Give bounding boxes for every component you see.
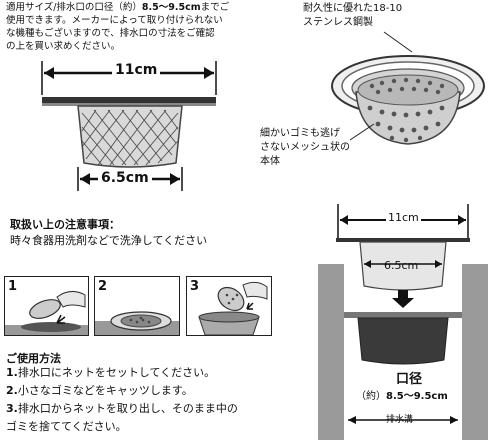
drain-opening [21, 322, 81, 332]
strainer-basket-set [120, 314, 162, 328]
mesh-pattern [81, 109, 179, 166]
step-2-illustration [95, 311, 179, 335]
bore-value: （約）8.5〜9.5cm [356, 390, 448, 403]
bore-value-range: 8.5〜9.5cm [386, 391, 448, 402]
drain-pipe [357, 317, 449, 365]
hand-icon [56, 291, 86, 308]
strainer-tilted [217, 286, 245, 312]
inner-arrow-left-head [80, 173, 90, 185]
usage-item-2: 2.小さなゴミなどをキャッツします。 [6, 384, 193, 397]
sizing-note-range: 8.5〜9.5cm [141, 2, 201, 13]
sink-wall-right [462, 264, 488, 440]
durability-callout-line-1: 耐久性に優れた18-10 [303, 3, 403, 14]
usage-item-1-number: 1. [6, 366, 18, 379]
step-3-illustration [198, 281, 268, 335]
mesh-callout-line-3: 本体 [260, 156, 280, 167]
bore-title: 口径 [396, 372, 423, 387]
step-1-illustration [5, 291, 88, 335]
step-3-number: 3 [190, 279, 200, 294]
width-arrow-right-head [204, 67, 214, 79]
install-width-label: 11cm [386, 211, 421, 224]
drain-rim [344, 312, 462, 318]
bore-value-prefix: （約） [356, 391, 386, 402]
install-inner-label: 6.5cm [384, 259, 419, 272]
down-arrow-icon [56, 314, 66, 324]
care-notes-heading: 取扱い上の注意事項： [10, 218, 120, 231]
step-panel-1 [4, 276, 89, 336]
usage-heading: ご使用方法 [6, 352, 61, 365]
inner-arrow-right-head [170, 173, 180, 185]
sizing-note-line-1: 適用サイズ/排水口の口径（約）8.5〜9.5cmまでご [6, 2, 229, 15]
usage-item-1-text: 排水口にネットをセットしてください。 [17, 366, 216, 379]
usage-item-3-number: 3. [6, 402, 18, 415]
width-label: 11cm [112, 62, 161, 78]
strainer-in-hand [29, 299, 61, 319]
hand-icon [242, 281, 268, 300]
strainer-basket [77, 105, 183, 168]
mesh-pointer [349, 123, 375, 141]
step-panel-3 [186, 276, 272, 336]
durability-pointer [383, 31, 413, 53]
strainer-dimension-diagram [41, 61, 217, 191]
strainer-holes [367, 77, 445, 143]
usage-item-2-text: 小さなゴミなどをキャッツします。 [17, 384, 193, 397]
width-arrow-left-head [44, 67, 54, 79]
usage-item-2-number: 2. [6, 384, 18, 397]
usage-item-3: 3.排水口からネットを取り出し、そのまま中の [6, 402, 238, 415]
mesh-callout-line-1: 細かいゴミも逃げ [260, 128, 340, 139]
strainer-basket-body [355, 91, 461, 145]
strainer-product-illustration [331, 31, 485, 145]
tilt-arrow-icon [246, 302, 254, 310]
sizing-note-tail: までご [200, 2, 230, 13]
step-1-number: 1 [8, 279, 18, 294]
mesh-callout-line-2: さないメッシュ状の [260, 142, 350, 153]
sink-wall-left [318, 264, 344, 440]
installation-diagram [318, 204, 488, 440]
sizing-note-line-3: な機種もございますので、排水口の寸法をご確認 [6, 28, 215, 39]
insert-arrow-shaft [398, 290, 408, 300]
usage-item-3-continued: ゴミを捨ててください。 [6, 420, 127, 433]
install-strainer-basket [359, 241, 447, 291]
drain-label: 排水溝 [386, 415, 414, 425]
step-2-number: 2 [98, 279, 108, 294]
care-notes-body: 時々食器用洗剤などで洗浄してください [10, 234, 208, 247]
sizing-note-line-2: 使用できます。メーカーによって取り付けられない [6, 15, 223, 26]
strainer-flange [42, 97, 216, 103]
inner-diameter-label: 6.5cm [98, 170, 152, 186]
sizing-note-line-4: の上を買い求めください。 [6, 41, 121, 52]
install-strainer-flange [336, 238, 470, 242]
usage-item-3-text: 排水口からネットを取り出し、そのまま中の [17, 402, 238, 415]
insert-arrow-head [392, 298, 414, 308]
durability-callout-line-2: ステンレス鋼製 [303, 17, 373, 28]
sizing-note-label: 適用サイズ/排水口の口径（約） [6, 2, 142, 13]
usage-item-1: 1.排水口にネットをセットしてください。 [6, 366, 215, 379]
step-panel-2 [94, 276, 180, 336]
